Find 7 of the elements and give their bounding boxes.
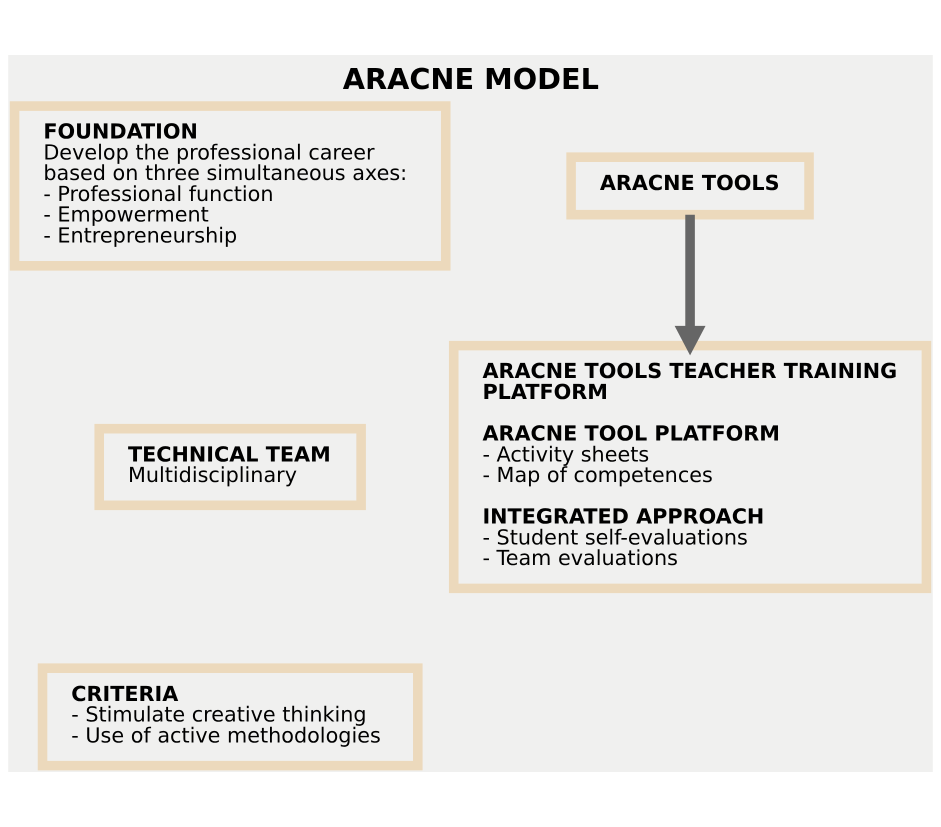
- diagram-title: ARACNE MODEL: [342, 62, 599, 96]
- node-box: ARACNE TOOLS TEACHER TRAINING PLATFORM ARACNE TOOL PLATFORM - Activity sheets - Map of competences INTEGRATED APPROACH - Student self-evaluations - Team evaluations: [448, 340, 932, 594]
- node-box: FOUNDATION Develop the professional career based on three simultaneous axes: - Professional function - Empowerment - Entrepreneurship: [10, 101, 451, 271]
- node-box: TECHNICAL TEAM Multidisciplinary: [94, 424, 366, 510]
- node-box: CRITERIA - Stimulate creative thinking - Use of active methodologies: [38, 663, 423, 770]
- arrow: [674, 214, 706, 356]
- node-box: ARACNE TOOLS: [566, 152, 814, 220]
